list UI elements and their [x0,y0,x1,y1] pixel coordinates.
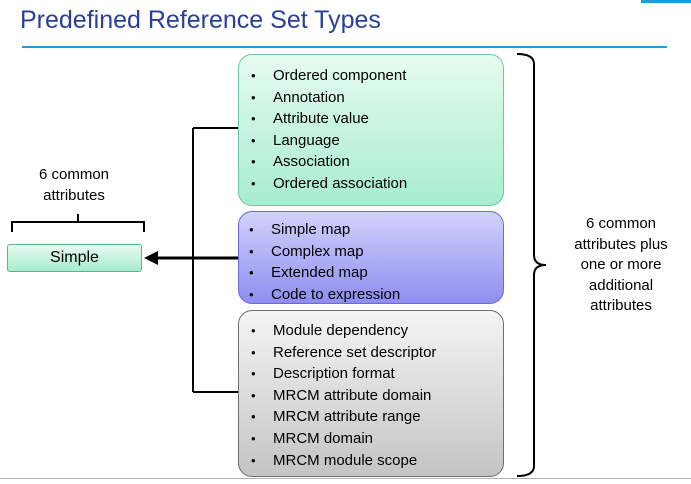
green-group-list: • Ordered component • Annotation • Attribute … [239,55,503,195]
bullet-icon: • [251,452,256,468]
list-item: • Annotation [251,87,503,109]
list-item-text: Complex map [271,242,364,260]
bullet-icon: • [249,265,254,281]
corner-accent-bar [641,0,691,3]
right-label-line: 6 common [585,215,657,232]
list-item-text: Language [273,131,340,149]
bullet-icon: • [251,323,256,338]
list-item-text: Description format [273,365,395,383]
right-label-line: additional [588,276,654,294]
list-item: • Extended map [249,262,503,284]
right-label-line: attributes [590,297,652,315]
list-item: • Complex map [249,241,503,263]
left-attributes-label: 6 common attributes [14,164,134,206]
bullet-icon: • [249,222,254,237]
bullet-icon: • [251,132,256,148]
arrow-head [144,251,158,265]
bullet-icon: • [251,409,256,425]
right-attributes-label: 6 common attributes plus one or more add… [556,214,686,317]
title-underline [22,46,667,48]
green-group-box: • Ordered component • Annotation • Attribute … [238,54,504,206]
left-brace [11,214,145,232]
list-item: • Language [251,130,503,152]
blue-group-box: • Simple map • Complex map • Extended map • Cod… [238,211,504,304]
list-item: • MRCM attribute range [251,406,503,428]
list-item-text: Annotation [273,88,345,106]
simple-box: Simple [7,244,142,272]
bullet-icon: • [251,89,256,105]
list-item-text: Simple map [271,221,351,238]
list-item-text: MRCM attribute domain [273,386,432,404]
right-label-line: one or more [580,256,662,274]
list-item: • Attribute value [251,108,503,130]
blue-group-list: • Simple map • Complex map • Extended map • Cod… [239,212,503,305]
list-item: • Description format [251,363,503,385]
list-item: • Code to expression [249,284,503,306]
list-item-text: Code to expression [271,285,401,303]
page-title: Predefined Reference Set Types [20,6,381,34]
bottom-divider [0,478,691,479]
right-brace [516,53,547,477]
list-item-text: MRCM attribute range [273,408,421,426]
left-label-line: attributes [43,187,105,204]
gray-group-box: • Module dependency • Reference set descrip… [238,310,504,477]
list-item: • Simple map [249,219,503,241]
list-item: • Reference set descriptor [251,342,503,364]
list-item: • Association [251,151,503,173]
list-item-text: MRCM domain [273,429,374,447]
bullet-icon: • [251,111,256,127]
bullet-icon: • [251,430,256,446]
left-label-line: 6 common [38,166,110,183]
list-item-text: Extended map [271,264,368,282]
list-item: • MRCM module scope [251,450,503,472]
list-item-text: MRCM module scope [273,451,418,469]
list-item: • MRCM attribute domain [251,385,503,407]
list-item: • Ordered component [251,65,503,87]
bullet-icon: • [249,243,254,259]
bullet-icon: • [251,387,256,403]
list-item-text: Module dependency [273,322,409,339]
gray-group-list: • Module dependency • Reference set descrip… [239,311,503,471]
bullet-icon: • [251,154,256,170]
list-item: • Module dependency [251,320,503,342]
bullet-icon: • [249,286,254,302]
list-item: • MRCM domain [251,428,503,450]
bullet-icon: • [251,175,256,191]
bullet-icon: • [251,344,256,360]
list-item-text: Ordered association [273,174,408,192]
right-label-line: attributes plus [574,235,668,253]
list-item-text: Reference set descriptor [273,343,437,361]
list-item-text: Attribute value [273,110,369,128]
bullet-icon: • [251,68,256,83]
bullet-icon: • [251,366,256,382]
list-item: • Ordered association [251,173,503,195]
list-item-text: Ordered component [273,67,407,84]
list-item-text: Association [273,153,350,171]
